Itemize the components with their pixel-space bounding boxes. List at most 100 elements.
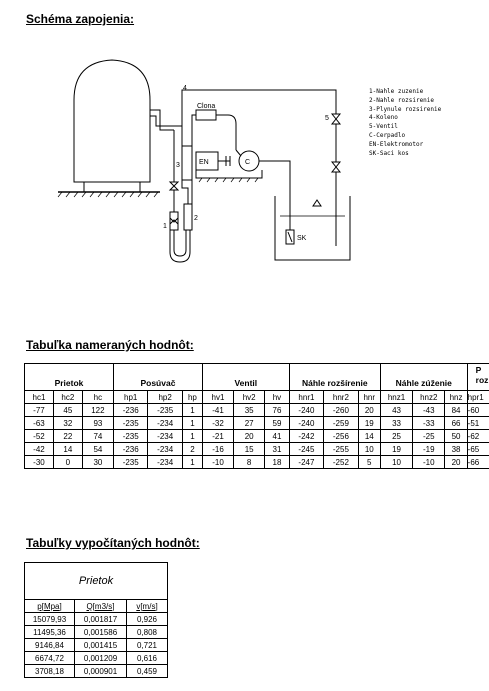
table-cell: 66 (444, 416, 468, 430)
table-cell: -32 (201, 416, 235, 430)
column-header-hnz: hnz (444, 390, 468, 404)
column-header-hpr1: hpr1 (466, 390, 489, 404)
table-cell: -42 (24, 442, 54, 456)
group-ventil: Ventil (201, 363, 290, 391)
table-cell: 1 (181, 403, 203, 417)
table-cell: -62 (466, 429, 489, 443)
table-cell: 0 (52, 455, 83, 469)
group-header-row: Prietok Posúvač Ventil Náhle rozšírenie … (24, 363, 489, 391)
table-cell: -52 (24, 429, 54, 443)
label-sk: SK (297, 235, 307, 242)
table-cell: 1 (181, 429, 203, 443)
group-nahle-zuzenie: Náhle zúženie (379, 363, 468, 391)
table-cell: 45 (52, 403, 83, 417)
computed-title: Prietok (24, 562, 168, 600)
table-cell: 33 (379, 416, 414, 430)
column-header-hnz2: hnz2 (412, 390, 446, 404)
label-5: 5 (325, 115, 329, 122)
column-header: v[m/s] (126, 599, 168, 613)
table-cell: -16 (201, 442, 235, 456)
table-cell: 0,721 (126, 638, 168, 652)
table-cell: 0,001817 (74, 612, 127, 626)
table-cell: 0,616 (126, 651, 168, 665)
valve-bottom-right (330, 161, 342, 173)
table-cell: 84 (444, 403, 468, 417)
table-cell: 1 (181, 416, 203, 430)
table-cell: 8 (233, 455, 266, 469)
table-cell: 76 (264, 403, 290, 417)
table-cell: 31 (264, 442, 290, 456)
table-cell: 1 (181, 455, 203, 469)
label-3: 3 (176, 162, 180, 169)
measured-values-table: Prietok Posúvač Ventil Náhle rozšírenie … (24, 363, 489, 469)
table-cell: 93 (81, 416, 114, 430)
schema-heading: Schéma zapojenia: (26, 12, 135, 26)
table-cell: 30 (81, 455, 114, 469)
table-cell: -255 (323, 442, 359, 456)
title-row: Prietok (24, 562, 168, 600)
table-cell: 11495,36 (24, 625, 75, 639)
table-cell: -236 (112, 403, 149, 417)
table-cell: -33 (412, 416, 446, 430)
group-prietok: Prietok (24, 363, 114, 391)
table-cell: 9146,84 (24, 638, 75, 652)
table-cell: -242 (288, 429, 325, 443)
column-header-hp1: hp1 (112, 390, 149, 404)
table-cell: -66 (466, 455, 489, 469)
table-cell: 43 (379, 403, 414, 417)
column-header-hv: hv (264, 390, 290, 404)
table-cell: -30 (24, 455, 54, 469)
table-cell: -235 (147, 403, 183, 417)
column-header-hv2: hv2 (233, 390, 266, 404)
column-header-hp2: hp2 (147, 390, 183, 404)
table-cell: -234 (147, 442, 183, 456)
valve-5 (330, 113, 342, 125)
table-cell: 5 (357, 455, 381, 469)
table-cell: -240 (288, 416, 325, 430)
legend-item: 5-Ventil (369, 123, 398, 131)
table-cell: 20 (357, 403, 381, 417)
valve-left (168, 181, 180, 191)
computed-heading: Tabuľky vypočítaných hodnôt: (26, 536, 200, 550)
legend-item: C-Cerpadlo (369, 131, 406, 139)
table-cell: -19 (412, 442, 446, 456)
table-cell: 0,459 (126, 664, 168, 678)
table-cell: 10 (379, 455, 414, 469)
legend-item: EN-Elektromotor (369, 140, 424, 148)
column-header-hnr2: hnr2 (323, 390, 359, 404)
table-cell: 25 (379, 429, 414, 443)
table-cell: 50 (444, 429, 468, 443)
sump-tank (274, 196, 351, 261)
label-1: 1 (163, 223, 167, 230)
table-cell: -235 (112, 429, 149, 443)
table-cell: 2 (181, 442, 203, 456)
table-cell: -77 (24, 403, 54, 417)
table-cell: 122 (81, 403, 114, 417)
measured-heading: Tabuľka nameraných hodnôt: (26, 338, 194, 352)
column-header: Q[m3/s] (74, 599, 127, 613)
table-cell: 0,001586 (74, 625, 127, 639)
legend-item: 3-Plynule rozsirenie (369, 105, 442, 113)
table-cell: -21 (201, 429, 235, 443)
legend-item: 2-Nahle rozsirenie (369, 96, 435, 104)
table-cell: 32 (52, 416, 83, 430)
column-header-hv1: hv1 (201, 390, 235, 404)
table-cell: 0,808 (126, 625, 168, 639)
table-cell: 35 (233, 403, 266, 417)
table-cell: 54 (81, 442, 114, 456)
table-cell: 18 (264, 455, 290, 469)
diagram-legend: 1-Nahle zuzenie 2-Nahle rozsirenie 3-Ply… (369, 88, 441, 158)
table-cell: -245 (288, 442, 325, 456)
label-4: 4 (183, 85, 187, 92)
column-header-row: p[Mpa]Q[m3/s]v[m/s] (24, 599, 168, 613)
table-cell: 15 (233, 442, 266, 456)
